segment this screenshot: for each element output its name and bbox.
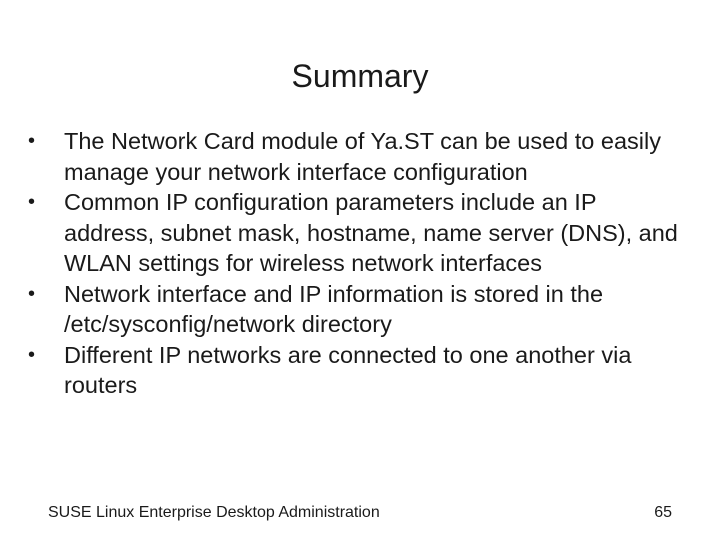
bullet-marker: • bbox=[28, 191, 36, 213]
bullet-item: • Common IP configuration parameters inc… bbox=[28, 187, 678, 279]
bullet-list: • The Network Card module of Ya.ST can b… bbox=[28, 126, 678, 401]
bullet-text: Different IP networks are connected to o… bbox=[64, 341, 632, 399]
bullet-marker: • bbox=[28, 130, 36, 152]
footer-course-title: SUSE Linux Enterprise Desktop Administra… bbox=[48, 504, 380, 521]
bullet-item: • The Network Card module of Ya.ST can b… bbox=[28, 126, 678, 187]
bullet-text: Network interface and IP information is … bbox=[64, 280, 604, 338]
bullet-marker: • bbox=[28, 282, 36, 305]
footer-page-number: 65 bbox=[654, 504, 672, 521]
bullet-marker: • bbox=[28, 343, 36, 366]
bullet-item: • Different IP networks are connected to… bbox=[28, 340, 678, 401]
bullet-text: The Network Card module of Ya.ST can be … bbox=[64, 128, 661, 185]
slide-title: Summary bbox=[291, 58, 429, 94]
bullet-text: Common IP configuration parameters inclu… bbox=[64, 189, 678, 276]
bullet-item: • Network interface and IP information i… bbox=[28, 279, 678, 340]
